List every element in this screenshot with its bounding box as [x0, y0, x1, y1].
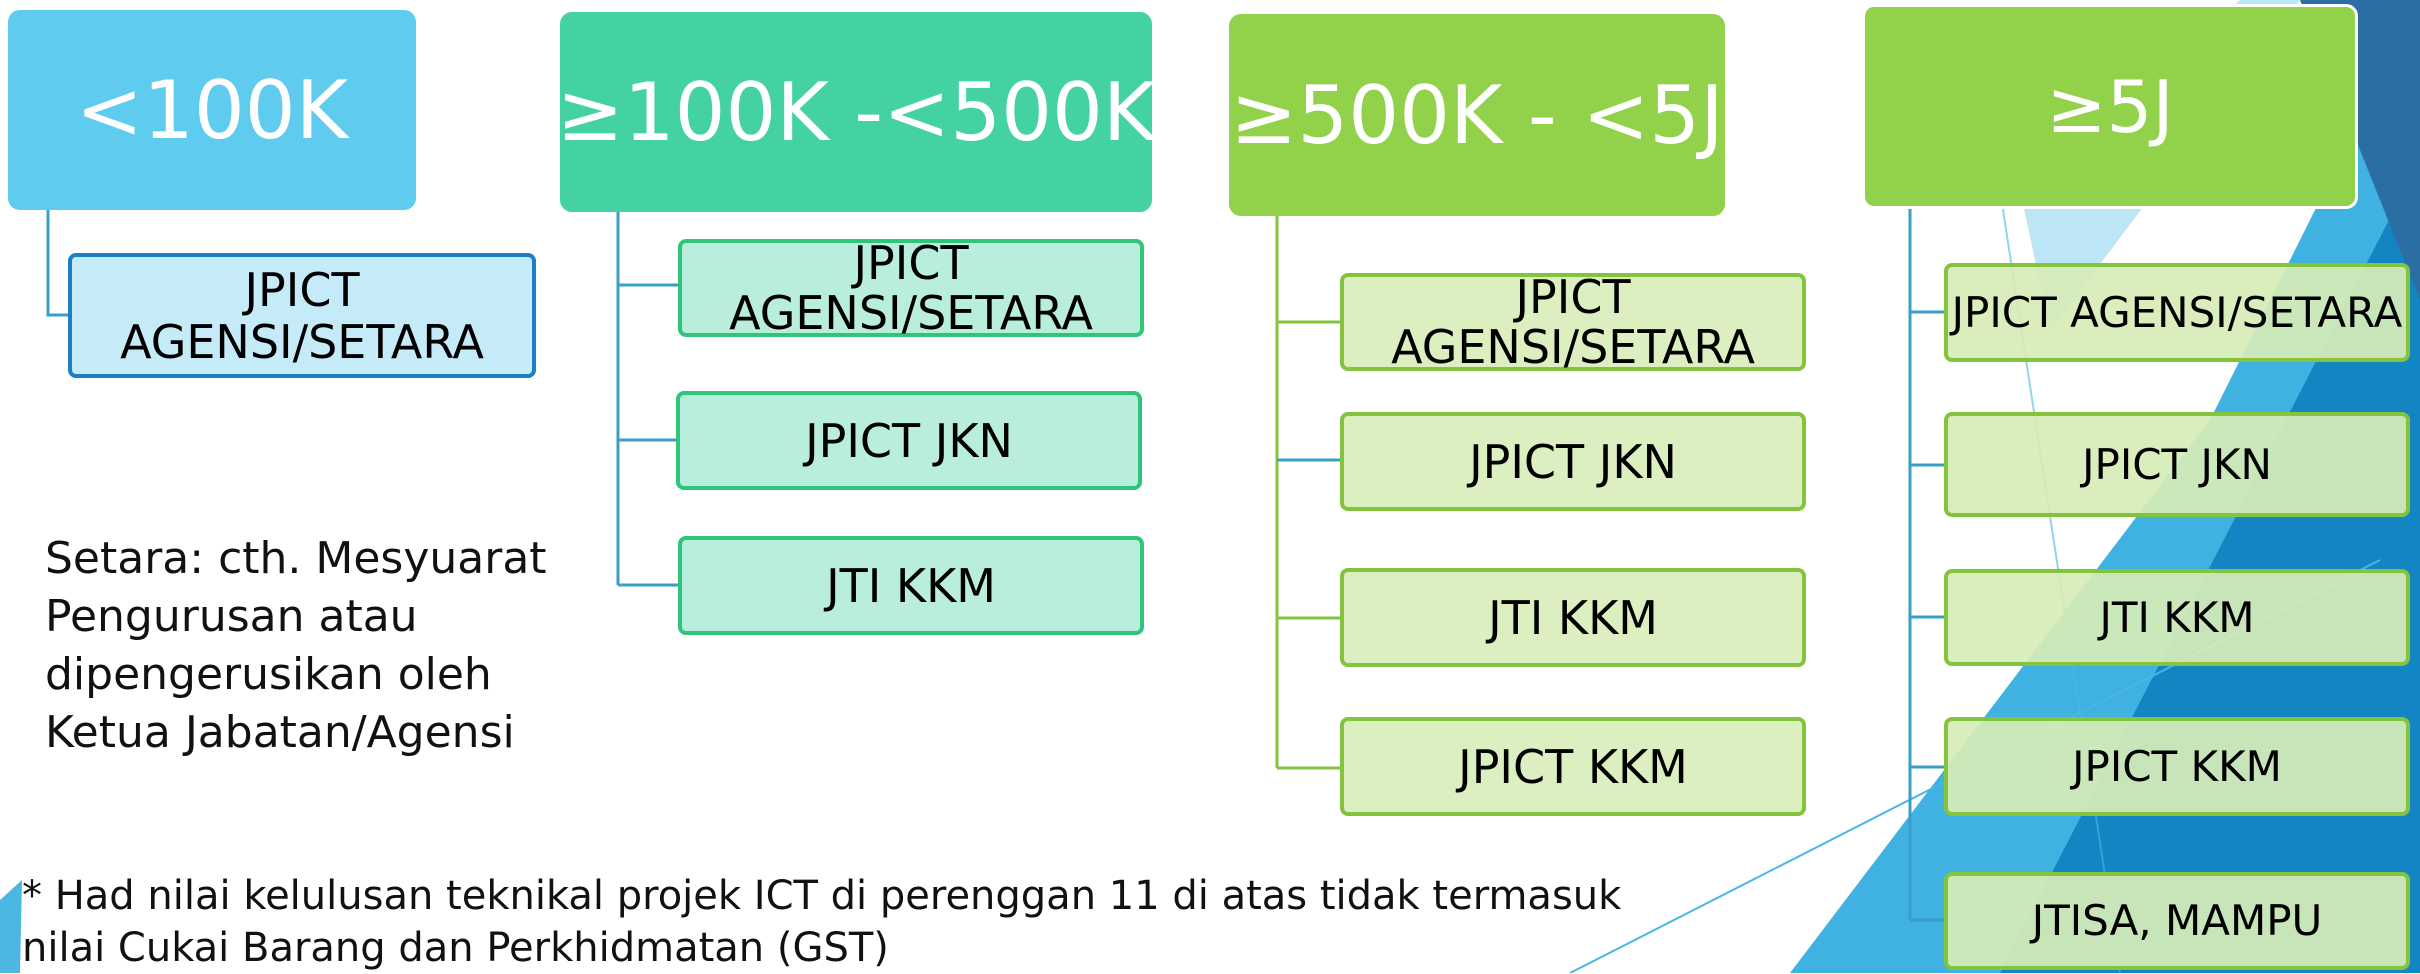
box-jti-kkm: JTI KKM	[1340, 568, 1806, 667]
header-500k-5j: ≥500K - <5J	[1229, 14, 1725, 216]
box-jpict-kkm: JPICT KKM	[1340, 717, 1806, 816]
header-gte-5j: ≥5J	[1862, 4, 2358, 209]
connector-col3	[1275, 215, 1342, 770]
box-jti-kkm: JTI KKM	[1944, 569, 2410, 666]
connector-col2	[616, 212, 680, 587]
box-jpict-jkn: JPICT JKN	[676, 391, 1142, 490]
connector-col1	[46, 210, 70, 317]
box-jpict-jkn: JPICT JKN	[1340, 412, 1806, 511]
footnote: * Had nilai kelulusan teknikal projek IC…	[22, 873, 1622, 971]
header-100k-500k: ≥100K -<500K	[557, 12, 1155, 212]
box-jpict-jkn: JPICT JKN	[1944, 412, 2410, 517]
header-lt-100k: <100K	[8, 10, 416, 210]
box-jpict-kkm: JPICT KKM	[1944, 717, 2410, 816]
box-jpict-agensi-setara: JPICT AGENSI/SETARA	[1944, 263, 2410, 362]
box-jpict-agensi-setara: JPICT AGENSI/SETARA	[68, 253, 536, 378]
box-jpict-agensi-setara: JPICT AGENSI/SETARA	[1340, 272, 1806, 372]
box-jpict-agensi-setara: JPICT AGENSI/SETARA	[678, 238, 1144, 338]
connector-col4	[1908, 205, 1945, 922]
setara-note: Setara: cth. Mesyuarat Pengurusan atau d…	[45, 533, 547, 758]
box-jti-kkm: JTI KKM	[678, 536, 1144, 635]
box-jtisa-mampu: JTISA, MAMPU	[1944, 872, 2410, 970]
